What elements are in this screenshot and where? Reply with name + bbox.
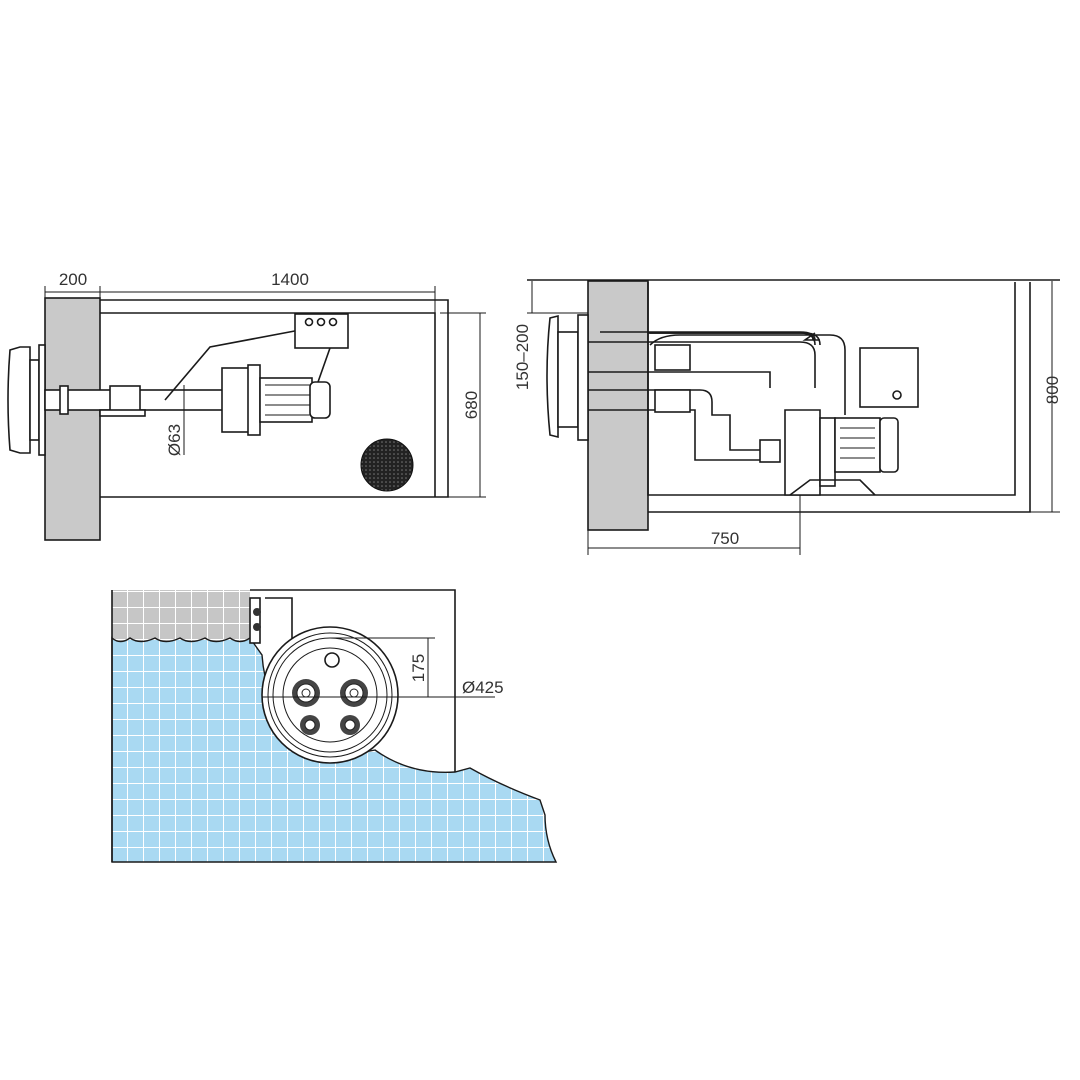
dim-center-label: 175 bbox=[409, 654, 428, 682]
equipment-pit bbox=[647, 282, 1031, 513]
dimension-line-depth bbox=[1030, 281, 1060, 513]
pit-outline bbox=[250, 589, 456, 772]
dim-wall-label: 200 bbox=[59, 270, 87, 289]
pump bbox=[759, 409, 899, 496]
wall-tiles-above-water bbox=[112, 590, 250, 643]
pool-wall bbox=[587, 280, 649, 531]
dim-pipe-label: Ø63 bbox=[165, 424, 184, 456]
dim-offset-label: 150–200 bbox=[513, 324, 532, 390]
suction-pipe bbox=[44, 385, 251, 417]
dimension-line-pump bbox=[587, 495, 801, 555]
dim-height-label: 680 bbox=[462, 391, 481, 419]
pump-motor bbox=[221, 347, 331, 436]
equipment-pit bbox=[100, 299, 449, 498]
skimmer-bracket bbox=[249, 597, 293, 644]
nozzle bbox=[300, 715, 320, 735]
dimension-line-offset bbox=[527, 281, 588, 314]
control-cable bbox=[164, 329, 301, 401]
dim-diameter-label: Ø425 bbox=[462, 678, 504, 697]
dim-length-label: 1400 bbox=[271, 270, 309, 289]
junction-box bbox=[294, 313, 349, 349]
section-view: 150–200 800 750 bbox=[513, 279, 1062, 555]
dimension-lines-front bbox=[262, 637, 495, 698]
side-view: 200 1400 680 Ø63 bbox=[7, 270, 486, 541]
pool-water-tiles bbox=[111, 636, 558, 863]
jet-fixture bbox=[7, 344, 46, 456]
drain-grille bbox=[360, 438, 414, 492]
dimension-line-height bbox=[440, 312, 486, 498]
nozzle bbox=[340, 679, 368, 707]
jet-faceplate bbox=[261, 626, 399, 764]
pool-wall bbox=[44, 297, 101, 541]
junction-box bbox=[859, 347, 919, 408]
dim-pump-label: 750 bbox=[711, 529, 739, 548]
control-cable bbox=[649, 334, 846, 415]
jet-fixture bbox=[546, 314, 589, 441]
nozzle bbox=[340, 715, 360, 735]
dim-depth-label: 800 bbox=[1043, 376, 1062, 404]
nozzle bbox=[292, 679, 320, 707]
front-view: 175 Ø425 bbox=[111, 589, 558, 863]
dimension-lines-top bbox=[44, 286, 436, 320]
